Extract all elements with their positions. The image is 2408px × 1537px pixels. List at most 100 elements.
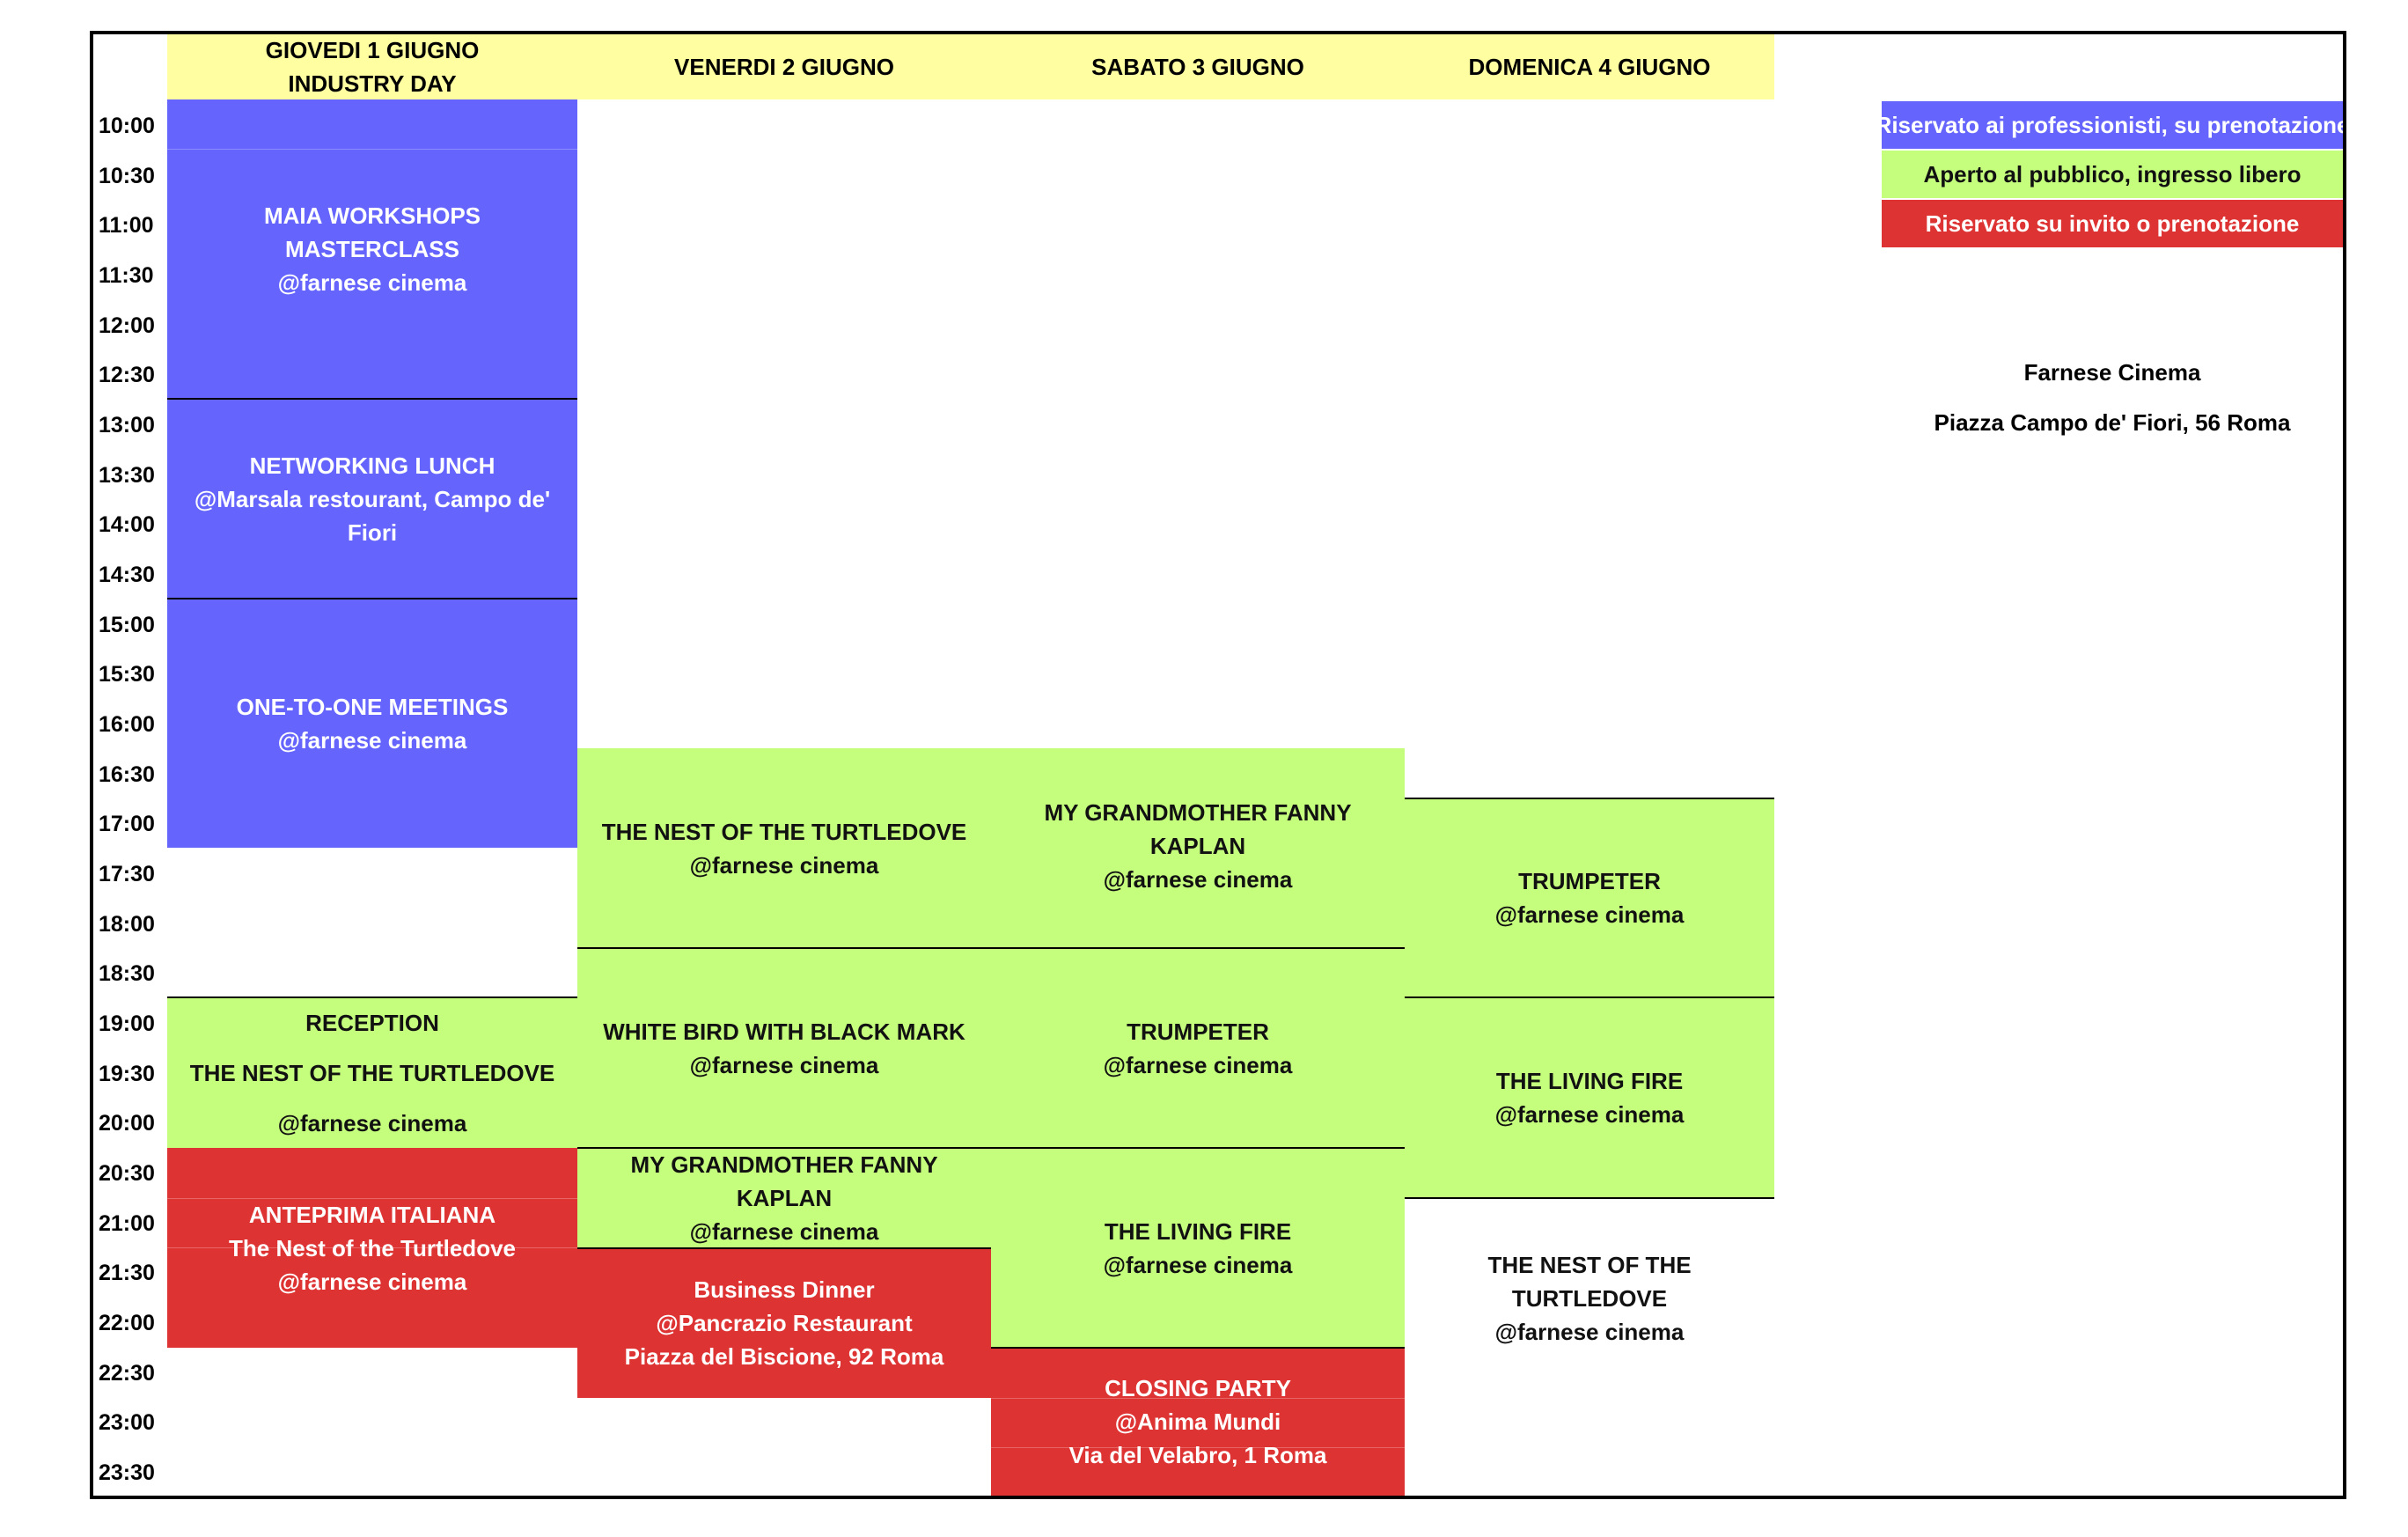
event-venue: @farnese cinema xyxy=(689,1218,879,1245)
event-sat-living-fire[interactable]: THE LIVING FIRE @farnese cinema xyxy=(991,1148,1405,1348)
time-label: 12:00 xyxy=(99,313,155,338)
legend-label: Aperto al pubblico, ingresso libero xyxy=(1923,160,2302,188)
time-label: 16:00 xyxy=(99,712,155,737)
event-venue: @farnese cinema xyxy=(1103,1051,1293,1078)
event-film: The Nest of the Turtledove xyxy=(229,1234,516,1261)
event-closing-party[interactable]: CLOSING PARTY @Anima Mundi Via del Velab… xyxy=(991,1348,1405,1496)
event-separator xyxy=(577,1147,1405,1149)
event-sat-trumpeter[interactable]: TRUMPETER @farnese cinema xyxy=(991,948,1405,1148)
event-venue: @farnese cinema xyxy=(689,851,879,879)
event-sat-grandmother-kaplan[interactable]: MY GRANDMOTHER FANNY KAPLAN @farnese cin… xyxy=(991,748,1405,948)
event-business-dinner[interactable]: Business Dinner @Pancrazio Restaurant Pi… xyxy=(577,1248,991,1398)
event-venue: @Marsala restourant, Campo de' Fiori xyxy=(194,485,551,546)
time-label: 13:30 xyxy=(99,463,155,488)
row-divider xyxy=(991,1398,1405,1399)
event-separator xyxy=(167,996,577,998)
event-address: Via del Velabro, 1 Roma xyxy=(1068,1442,1327,1468)
time-label: 11:30 xyxy=(99,263,154,288)
event-venue: @farnese cinema xyxy=(1494,1318,1685,1345)
event-title: THE NEST OF THE TURTLEDOVE xyxy=(1487,1251,1692,1312)
row-divider xyxy=(167,1247,577,1248)
time-label: 19:30 xyxy=(99,1062,155,1086)
time-label: 17:00 xyxy=(99,812,155,836)
location-name: Farnese Cinema xyxy=(2023,359,2201,386)
event-venue: @farnese cinema xyxy=(1103,866,1293,893)
event-maia-workshops[interactable]: MAIA WORKSHOPS MASTERCLASS @farnese cine… xyxy=(167,99,577,399)
event-title: MY GRANDMOTHER FANNY KAPLAN xyxy=(630,1151,938,1211)
event-venue: @farnese cinema xyxy=(277,726,467,754)
event-title: RECEPTION xyxy=(305,1009,439,1036)
event-separator xyxy=(1405,1197,1774,1199)
event-venue: @farnese cinema xyxy=(1103,1251,1293,1278)
day-header-title: SABATO 3 GIUGNO xyxy=(1091,54,1304,80)
day-header-saturday: SABATO 3 GIUGNO xyxy=(991,34,1405,99)
event-fri-grandmother-kaplan[interactable]: MY GRANDMOTHER FANNY KAPLAN @farnese cin… xyxy=(577,1148,991,1248)
location-address: Piazza Campo de' Fiori, 56 Roma xyxy=(1934,409,2291,436)
event-title: TRUMPETER xyxy=(1518,868,1661,894)
time-label: 23:00 xyxy=(99,1410,155,1435)
event-venue: @farnese cinema xyxy=(1494,1101,1685,1128)
event-title: TRUMPETER xyxy=(1127,1018,1269,1045)
event-title: MY GRANDMOTHER FANNY KAPLAN xyxy=(1044,799,1352,859)
event-title: NETWORKING LUNCH xyxy=(249,452,496,479)
day-header-thursday: GIOVEDI 1 GIUGNO INDUSTRY DAY xyxy=(167,34,577,99)
event-separator xyxy=(167,598,577,599)
time-label: 21:00 xyxy=(99,1211,155,1236)
time-label: 16:30 xyxy=(99,762,155,787)
time-label: 14:00 xyxy=(99,512,155,537)
event-venue: @farnese cinema xyxy=(1494,901,1685,928)
day-header-title: VENERDI 2 GIUGNO xyxy=(674,54,894,80)
time-label: 10:00 xyxy=(99,114,155,138)
event-title: THE LIVING FIRE xyxy=(1104,1217,1292,1245)
event-title: THE LIVING FIRE xyxy=(1495,1068,1684,1094)
day-header-friday: VENERDI 2 GIUGNO xyxy=(577,34,991,99)
day-header-subtitle: INDUSTRY DAY xyxy=(288,70,457,97)
event-separator xyxy=(991,1347,1405,1349)
event-title: ONE-TO-ONE MEETINGS xyxy=(236,693,509,720)
event-anteprima-italiana[interactable]: ANTEPRIMA ITALIANA The Nest of the Turtl… xyxy=(167,1148,577,1348)
legend-professionals: Riservato ai professionisti, su prenotaz… xyxy=(1882,101,2343,149)
day-header-title: DOMENICA 4 GIUGNO xyxy=(1468,54,1711,80)
schedule-frame xyxy=(90,31,2346,1499)
event-separator xyxy=(1405,798,1774,799)
event-separator xyxy=(1405,996,1774,998)
time-label: 20:00 xyxy=(99,1111,155,1136)
event-venue: @Pancrazio Restaurant xyxy=(656,1310,913,1336)
time-label: 21:30 xyxy=(99,1261,155,1285)
event-title: ANTEPRIMA ITALIANA xyxy=(248,1201,496,1228)
event-separator xyxy=(577,947,1405,949)
event-fri-nest-turtledove[interactable]: THE NEST OF THE TURTLEDOVE @farnese cine… xyxy=(577,748,991,948)
event-one-to-one-meetings[interactable]: ONE-TO-ONE MEETINGS @farnese cinema xyxy=(167,599,577,848)
time-label: 20:30 xyxy=(99,1161,155,1186)
event-sun-nest-turtledove[interactable]: THE NEST OF THE TURTLEDOVE @farnese cine… xyxy=(1405,1198,1774,1398)
event-title: THE NEST OF THE TURTLEDOVE xyxy=(601,818,967,845)
event-fri-white-bird[interactable]: WHITE BIRD WITH BLACK MARK @farnese cine… xyxy=(577,948,991,1148)
event-reception[interactable]: RECEPTION THE NEST OF THE TURTLEDOVE @fa… xyxy=(167,997,577,1148)
row-divider xyxy=(167,1198,577,1199)
event-title: WHITE BIRD WITH BLACK MARK xyxy=(603,1018,965,1045)
event-venue: @farnese cinema xyxy=(277,1109,467,1136)
legend-public: Aperto al pubblico, ingresso libero xyxy=(1882,151,2343,198)
time-label: 15:00 xyxy=(99,613,155,637)
time-label: 14:30 xyxy=(99,563,155,587)
event-venue: @Anima Mundi xyxy=(1114,1408,1281,1435)
day-header-title: GIOVEDI 1 GIUGNO xyxy=(265,37,480,63)
time-label: 19:00 xyxy=(99,1011,155,1036)
day-header-sunday: DOMENICA 4 GIUGNO xyxy=(1405,34,1774,99)
event-title: CLOSING PARTY xyxy=(1105,1375,1291,1401)
legend-label: Riservato ai professionisti, su prenotaz… xyxy=(1882,111,2343,138)
event-separator xyxy=(167,398,577,400)
event-sun-living-fire[interactable]: THE LIVING FIRE @farnese cinema xyxy=(1405,997,1774,1198)
time-label: 17:30 xyxy=(99,862,155,886)
time-label: 23:30 xyxy=(99,1460,155,1485)
time-label: 13:00 xyxy=(99,413,155,438)
legend-invite: Riservato su invito o prenotazione xyxy=(1882,200,2343,247)
event-address: Piazza del Biscione, 92 Roma xyxy=(624,1343,944,1370)
event-venue: @farnese cinema xyxy=(689,1051,879,1078)
time-label: 22:30 xyxy=(99,1361,155,1386)
event-sun-trumpeter[interactable]: TRUMPETER @farnese cinema xyxy=(1405,798,1774,997)
event-networking-lunch[interactable]: NETWORKING LUNCH @Marsala restourant, Ca… xyxy=(167,399,577,599)
time-label: 15:30 xyxy=(99,662,155,687)
time-label: 18:30 xyxy=(99,961,155,986)
event-film: THE NEST OF THE TURTLEDOVE xyxy=(189,1059,555,1086)
